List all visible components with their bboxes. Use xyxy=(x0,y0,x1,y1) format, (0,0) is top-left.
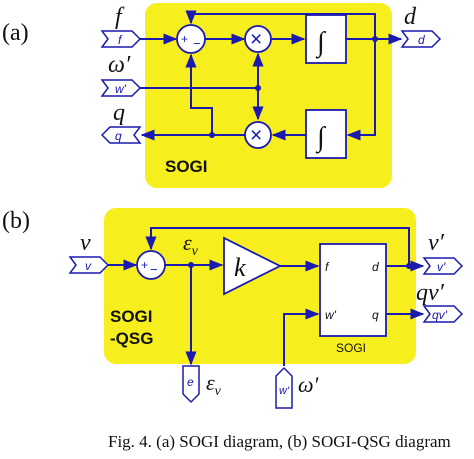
output-qvprime-symbol: qv′ xyxy=(416,280,445,306)
svg-text:v': v' xyxy=(437,260,446,274)
input-v-port: v xyxy=(68,256,110,274)
wire-q-to-sum-minus xyxy=(185,53,213,135)
svg-text:w': w' xyxy=(325,308,337,322)
bottom-w-symbol: ω′ xyxy=(298,372,320,397)
input-f-symbol: f xyxy=(115,4,125,30)
bottom-port-w: w' xyxy=(275,366,293,409)
output-q-port: q xyxy=(100,126,142,144)
svg-text:∫: ∫ xyxy=(315,122,327,154)
integrator-bottom: ∫ xyxy=(305,109,347,159)
panel-b-tag: (b) xyxy=(2,208,30,234)
svg-text:f: f xyxy=(325,260,330,274)
svg-text:e: e xyxy=(187,375,194,389)
svg-text:w': w' xyxy=(279,385,290,397)
panel-b-summing-junction: + − xyxy=(136,250,166,280)
svg-text:k: k xyxy=(234,253,246,282)
output-q-symbol: q xyxy=(113,100,125,126)
svg-text:−: − xyxy=(150,262,158,277)
bottom-port-e: e xyxy=(182,365,200,404)
svg-text:∫: ∫ xyxy=(315,27,327,59)
svg-text:qv': qv' xyxy=(432,308,448,322)
output-vprime-symbol: v′ xyxy=(428,230,445,256)
sogi-subblock: f d w' q xyxy=(319,243,387,337)
output-d-symbol: d xyxy=(404,4,417,30)
svg-text:w': w' xyxy=(115,82,127,96)
panel-b-block-label-2: -QSG xyxy=(110,329,153,348)
svg-text:×: × xyxy=(250,124,262,147)
wire-d-feedback-to-sum xyxy=(185,10,376,39)
sogi-figure: (a) f f + − × ∫ d d ω′ w' q xyxy=(2,3,464,409)
output-vprime-port: v' xyxy=(422,257,464,275)
panel-b-block-label-1: SOGI xyxy=(110,307,153,326)
svg-text:v: v xyxy=(85,259,92,273)
integrator-top: ∫ xyxy=(305,14,347,64)
svg-text:×: × xyxy=(250,28,262,51)
multiplier-top: × xyxy=(244,25,272,53)
input-f-port: f xyxy=(100,30,142,48)
wire-d-to-int2 xyxy=(346,39,376,141)
svg-text:d: d xyxy=(418,33,425,47)
svg-text:f: f xyxy=(118,33,123,47)
wire-w-to-sogi xyxy=(283,308,320,366)
error-label: εv xyxy=(183,230,199,259)
output-qvprime-port: qv' xyxy=(422,305,464,323)
figure-caption: Fig. 4. (a) SOGI diagram, (b) SOGI-QSG d… xyxy=(108,432,451,451)
svg-text:+: + xyxy=(181,32,188,46)
svg-text:q: q xyxy=(115,129,122,143)
panel-a-block-label: SOGI xyxy=(165,157,208,176)
svg-text:d: d xyxy=(372,260,379,274)
gain-block: k xyxy=(223,236,283,296)
output-d-port: d xyxy=(400,30,442,48)
wire-vprime-feedback xyxy=(145,227,410,266)
bottom-e-symbol: εv xyxy=(206,370,222,399)
input-w-symbol: ω′ xyxy=(108,52,131,78)
svg-text:q: q xyxy=(372,308,379,322)
input-v-symbol: v xyxy=(80,230,91,256)
panel-a-tag: (a) xyxy=(2,20,29,46)
svg-text:−: − xyxy=(193,36,201,51)
panel-a-summing-junction: + − xyxy=(176,24,206,54)
svg-text:+: + xyxy=(141,258,148,272)
multiplier-bottom: × xyxy=(244,121,272,149)
sogi-subblock-name: SOGI xyxy=(336,341,366,355)
input-w-port: w' xyxy=(100,79,142,97)
